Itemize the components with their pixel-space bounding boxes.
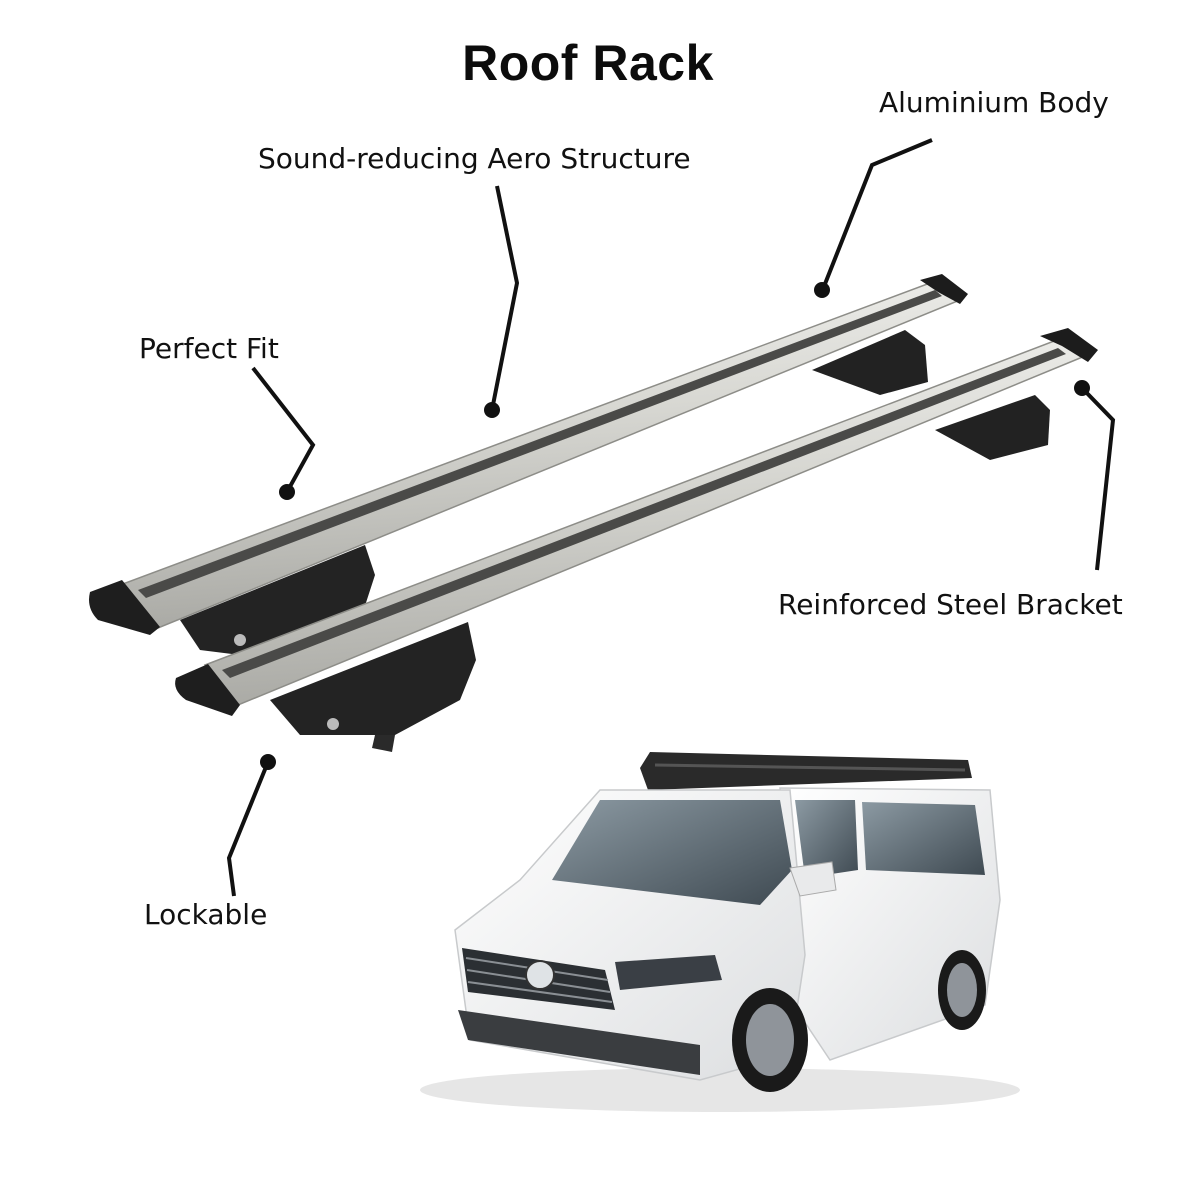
fit-leader-line [251,366,316,493]
callout-steel-bracket: Reinforced Steel Bracket [778,588,1123,621]
van-lower-bumper [458,1010,700,1075]
van-windshield [552,800,792,905]
van-side-window-rear [862,802,985,875]
rear-bar-left-foot [180,545,375,655]
fit-callout-dot [279,484,295,500]
van-headlight-right [615,955,722,990]
front-bar-foot-pad [372,735,395,752]
van-vw-badge [525,960,555,990]
front-bar-lock-cylinder [327,718,339,730]
rear-crossbar [89,274,968,655]
callout-aluminium-body: Aluminium Body [879,86,1109,119]
van-side-window-front [795,800,858,878]
bracket-callout-dot [1074,380,1090,396]
page-title: Roof Rack [462,35,714,91]
body-leader-line [821,138,933,290]
lock-leader-line [226,761,270,897]
rear-bar-end-cap-right [920,274,968,304]
van-rear-wheel [938,950,986,1030]
body-callout-dot [814,282,830,298]
aero-leader-line [490,185,520,411]
van-illustration [420,752,1020,1112]
front-bar-end-cap-right [1040,328,1098,362]
rear-bar-channel [138,290,942,598]
rear-bar-right-foot [812,330,928,395]
van-roof-rack-platform [640,752,972,790]
van-front-wheel [732,988,808,1092]
bracket-leader-line [1080,386,1116,571]
callout-perfect-fit: Perfect Fit [139,332,279,365]
lock-callout-dot [260,754,276,770]
aero-callout-dot [484,402,500,418]
front-crossbar [175,328,1098,752]
front-bar-left-foot [270,622,476,735]
callout-dots [260,282,1090,770]
callout-aero-structure: Sound-reducing Aero Structure [258,142,691,175]
van-shadow [420,1068,1020,1112]
front-bar-right-foot [935,395,1050,460]
van-roof-rack-rails [654,763,966,772]
rear-bar-end-cap-left [89,580,160,635]
front-bar-end-cap-left [175,664,240,716]
rear-bar-lock-cylinder [234,634,246,646]
van-side-mirror [789,861,837,897]
front-bar-channel [222,348,1066,678]
callout-lockable: Lockable [144,898,268,931]
callout-lines [226,138,1116,897]
